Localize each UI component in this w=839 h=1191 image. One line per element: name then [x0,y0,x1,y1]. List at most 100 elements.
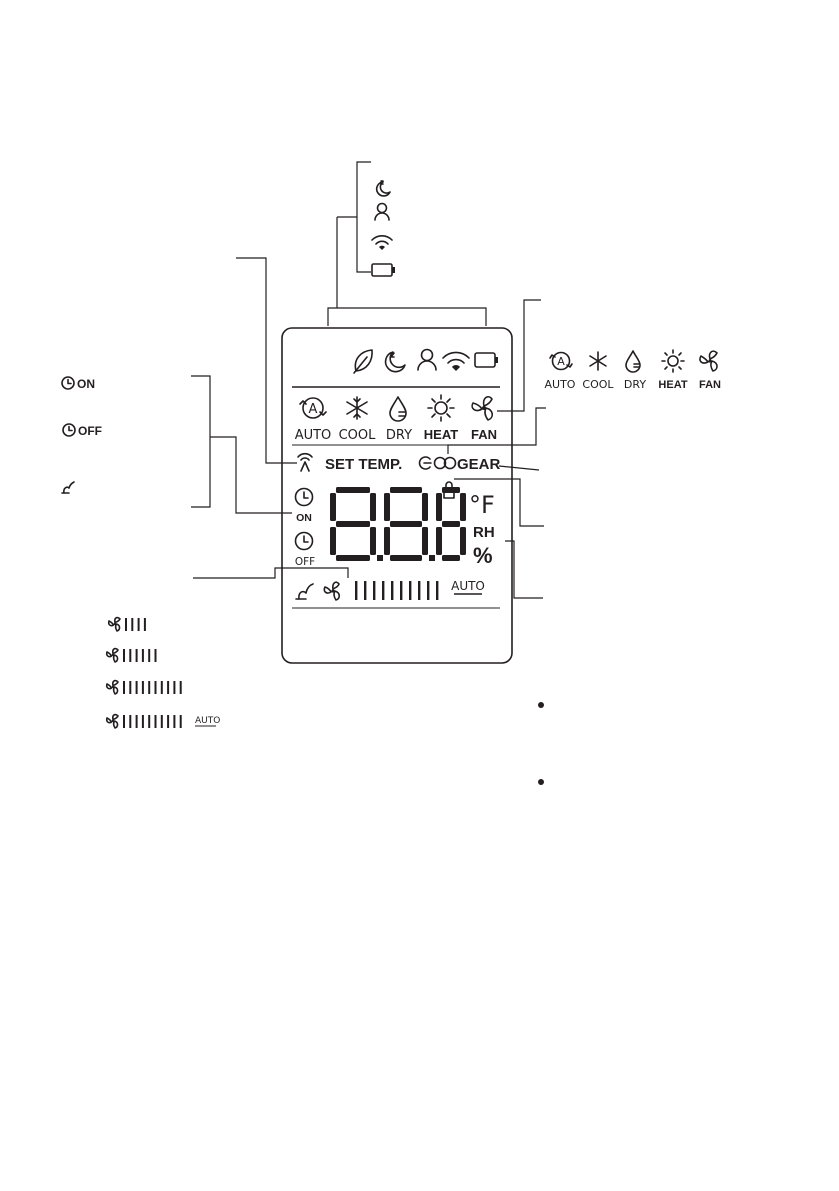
fan-level-row: AUTO [105,713,220,729]
fan-speed-bar [135,649,138,662]
clock-icon [294,487,314,507]
fan-speed-bar [391,581,394,600]
swing-icon [295,583,314,600]
decimal-point [429,555,435,561]
sun-icon [427,394,455,422]
segment [436,527,442,555]
segment [422,493,428,521]
fan-speed-bar [148,649,151,662]
legend-dry: DRY [624,378,646,391]
sleep-moon-icon [375,180,391,197]
battery-icon [474,352,498,368]
person-icon [374,202,390,221]
leader-lines [191,257,546,599]
swing-icon [61,481,75,494]
sun-icon [661,349,685,373]
person-icon [417,348,437,371]
sleep-moon-icon [384,351,406,373]
snowflake-icon [346,396,368,420]
segment [390,521,422,527]
legend-timer-on: ON [77,377,95,391]
snowflake-icon [589,351,607,371]
fan-icon [105,647,119,663]
fan-speed-bar [123,649,125,662]
svg-text:A: A [309,402,318,417]
fan-icon [107,616,121,632]
auto-mode-icon: A [549,351,573,371]
fan-speed-bar [129,715,132,728]
fan-auto-label: AUTO [451,579,485,593]
legend-heat: HEAT [658,379,687,391]
fan-icon [105,713,119,729]
set-temp-label: SET TEMP. [325,456,402,473]
fan-auto-label: AUTO [195,716,220,726]
segment [390,555,422,561]
fan-speed-bar [141,681,144,694]
fan-speed-bar [135,715,138,728]
fan-speed-bar [131,618,134,631]
right-callout-modes: A AUTO COOL DRY HEAT FAN [545,349,721,391]
fan-speed-bars [355,581,439,600]
fan-speed-bar [167,681,170,694]
clock-icon [294,531,314,551]
segment [330,527,336,555]
top-callout [327,161,487,326]
droplet-icon [625,350,641,373]
bullet-list [538,702,544,785]
rh-label: RH [473,524,495,541]
fan-level-row [105,679,182,695]
fahrenheit-label: °F [469,491,495,519]
fan-speed-bar [148,715,151,728]
segment [390,487,422,493]
seven-segment-display [330,487,466,561]
segment [436,493,442,521]
clock-icon [62,423,76,437]
fan-speed-bar [154,649,157,662]
fan-icon [471,396,494,421]
fan-speed-bar [160,715,163,728]
fan-speed-bar [173,715,176,728]
mode-label-cool: COOL [339,428,377,443]
leaf-icon [353,349,373,374]
fan-speed-bar [148,681,151,694]
droplet-icon [389,396,407,422]
fan-icon [105,679,119,695]
segment [460,527,466,555]
eco-icon [418,456,457,470]
segment [370,527,376,555]
fan-speed-bar [125,618,127,631]
mode-labels: AUTO COOL DRY HEAT FAN [295,427,497,443]
decimal-point [377,555,383,561]
legend-cool: COOL [582,378,614,391]
auto-mode-icon: A [299,397,327,419]
segment [330,493,336,521]
fan-speed-bar [427,581,430,600]
fan-level-legend: AUTO [105,616,220,729]
lcd-panel: A AUTO COOL DRY HEAT FAN [281,327,513,664]
timer-off-label: OFF [295,556,315,568]
clock-icon [61,376,75,390]
fan-speed-bar [382,581,385,600]
segment [336,521,370,527]
fan-speed-bar [409,581,412,600]
bullet-2 [538,779,544,785]
timer-on-label: ON [296,512,312,524]
fan-speed-bar [154,681,157,694]
legend-timer-off: OFF [78,424,102,438]
fan-speed-bar [129,649,132,662]
fan-speed-bar [167,715,170,728]
fan-speed-bar [143,618,146,631]
segment [384,527,390,555]
signal-icon [297,452,313,472]
segment [370,493,376,521]
fan-speed-bar [373,581,376,600]
mode-label-dry: DRY [386,428,412,443]
gear-label: GEAR [457,456,501,473]
fan-speed-bar [123,715,125,728]
fan-speed-bar [418,581,421,600]
fan-speed-bar [173,681,176,694]
battery-icon [371,263,395,277]
fan-speed-bar [400,581,403,600]
left-callout-timer: ON OFF [61,376,102,494]
